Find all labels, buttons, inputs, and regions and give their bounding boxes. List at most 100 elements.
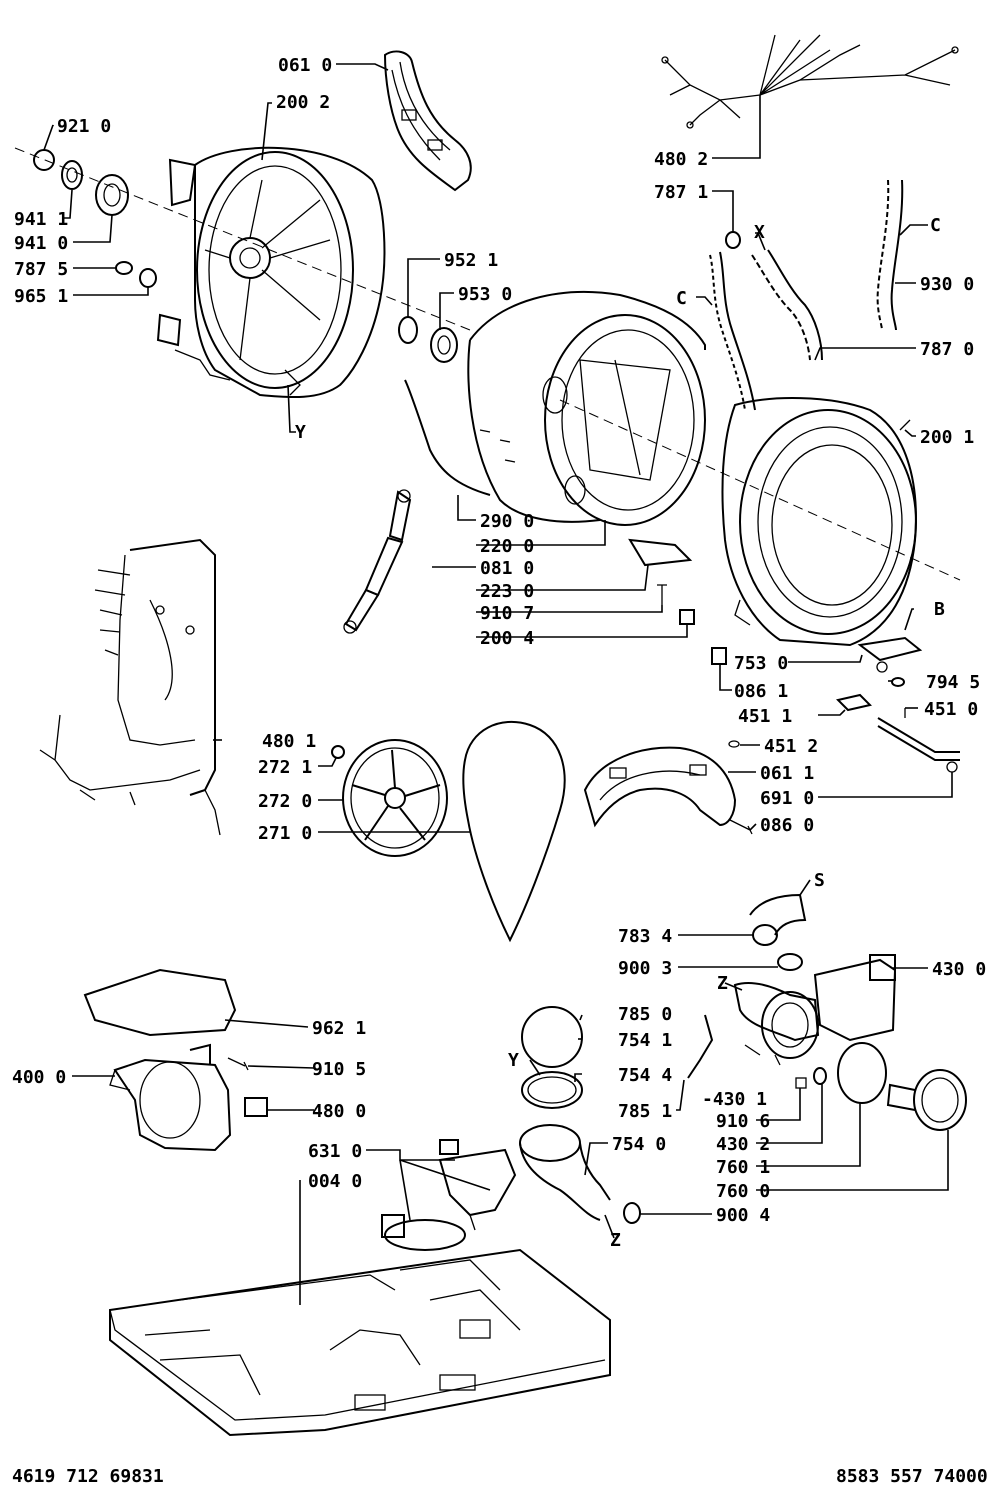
label-Z-upper: Z <box>717 973 728 994</box>
label-480-2: 480 2 <box>654 149 708 170</box>
drain-pump <box>733 954 897 1066</box>
label-061-1: 061 1 <box>760 763 814 784</box>
upper-counterweight <box>383 50 472 192</box>
footer-left-code: 4619 712 69831 <box>12 1466 164 1487</box>
label-X: X <box>754 222 765 243</box>
label-900-3: 900 3 <box>618 958 672 979</box>
drum-paddle <box>628 538 693 567</box>
label-Y-lower: Y <box>508 1050 519 1071</box>
label-271-0: 271 0 <box>258 823 312 844</box>
label-C-left: C <box>676 288 687 309</box>
label-272-1: 272 1 <box>258 757 312 778</box>
label-061-0: 061 0 <box>278 55 332 76</box>
bellows-hose-edge <box>767 249 823 361</box>
drum <box>467 291 706 526</box>
wiring-harness-upper <box>661 34 959 129</box>
label-272-0: 272 0 <box>258 791 312 812</box>
label-783-4: 783 4 <box>618 926 672 947</box>
heater-sensor <box>876 661 888 673</box>
snap-ring <box>33 149 55 171</box>
label-451-2: 451 2 <box>764 736 818 757</box>
label-480-0: 480 0 <box>312 1101 366 1122</box>
label-760-1: 760 1 <box>716 1157 770 1178</box>
shock-absorber <box>343 489 412 634</box>
label-086-1: 086 1 <box>734 681 788 702</box>
label-451-0: 451 0 <box>924 699 978 720</box>
switch-base <box>381 1214 466 1251</box>
label-223-0: 223 0 <box>480 581 534 602</box>
label-910-5: 910 5 <box>312 1059 366 1080</box>
label-760-0: 760 0 <box>716 1181 770 1202</box>
label-430-2: 430 2 <box>716 1134 770 1155</box>
label-400-0: 400 0 <box>12 1067 66 1088</box>
label-754-1: 754 1 <box>618 1030 672 1051</box>
base-plate <box>109 1248 611 1437</box>
paddle-screw <box>657 584 667 605</box>
label-754-4: 754 4 <box>618 1065 672 1086</box>
footer-right-code: 8583 557 74000 <box>836 1466 988 1487</box>
bellows-hose <box>751 254 811 361</box>
sump-seal-ring <box>521 1071 583 1109</box>
front-tub-half <box>721 397 917 647</box>
motor-cover <box>83 968 237 1037</box>
spring-hose-left <box>709 254 746 411</box>
label-962-1: 962 1 <box>312 1018 366 1039</box>
pulley-nut <box>331 745 345 759</box>
label-953-0: 953 0 <box>458 284 512 305</box>
hose-clamp-sump <box>623 1202 641 1224</box>
sump-hose <box>519 1124 611 1221</box>
motor-screw <box>227 1057 249 1071</box>
label-930-0: 930 0 <box>920 274 974 295</box>
label-900-4: 900 4 <box>716 1205 770 1226</box>
pump-ring <box>813 1067 827 1085</box>
label-200-2: 200 2 <box>276 92 330 113</box>
filter-gasket <box>837 1042 887 1104</box>
label-S: S <box>814 870 825 891</box>
label-921-0: 921 0 <box>57 116 111 137</box>
label-965-1: 965 1 <box>14 286 68 307</box>
label-952-1: 952 1 <box>444 250 498 271</box>
o-ring <box>139 268 157 288</box>
label-430-0: 430 0 <box>932 959 986 980</box>
bracket-small <box>711 647 727 665</box>
drum-pulley <box>342 739 448 857</box>
label-086-0: 086 0 <box>760 815 814 836</box>
small-bearing <box>61 160 83 190</box>
label-200-4: 200 4 <box>480 628 534 649</box>
label-220-0: 220 0 <box>480 536 534 557</box>
rear-tub-half <box>156 146 386 399</box>
shaft-seal-large <box>430 327 458 363</box>
label-785-1: 785 1 <box>618 1101 672 1122</box>
heater-element <box>877 708 960 761</box>
pressure-chamber <box>521 1006 583 1068</box>
spring-coil-hose-edge <box>890 179 904 331</box>
label-910-7: 910 7 <box>480 603 534 624</box>
label-787-1: 787 1 <box>654 182 708 203</box>
pressure-switch <box>438 1139 517 1231</box>
label-290-0: 290 0 <box>480 511 534 532</box>
label-910-6: 910 6 <box>716 1111 770 1132</box>
label-754-0: 754 0 <box>612 1134 666 1155</box>
tub-fixing-part <box>679 609 695 625</box>
spring-hose-left-edge <box>719 251 756 411</box>
label-753-0: 753 0 <box>734 653 788 674</box>
label-787-5: 787 5 <box>14 259 68 280</box>
axis-line-front <box>559 399 961 581</box>
pump-screw <box>795 1077 807 1089</box>
label-004-0: 004 0 <box>308 1171 362 1192</box>
hose-clamp-upper <box>725 231 741 249</box>
shaft-seal-small <box>398 316 418 344</box>
label-941-1: 941 1 <box>14 209 68 230</box>
label-451-1: 451 1 <box>738 706 792 727</box>
label-Y-upper: Y <box>295 422 306 443</box>
large-bearing <box>95 174 129 216</box>
part-labels: 061 0 200 2 921 0 941 1 941 0 787 5 965 … <box>12 55 986 1251</box>
label-480-1: 480 1 <box>262 731 316 752</box>
label-785-0: 785 0 <box>618 1004 672 1025</box>
label-691-0: 691 0 <box>760 788 814 809</box>
label-631-0: 631 0 <box>308 1141 362 1162</box>
label-200-1: 200 1 <box>920 427 974 448</box>
elbow-hose <box>749 893 807 946</box>
label-B: B <box>934 599 945 620</box>
